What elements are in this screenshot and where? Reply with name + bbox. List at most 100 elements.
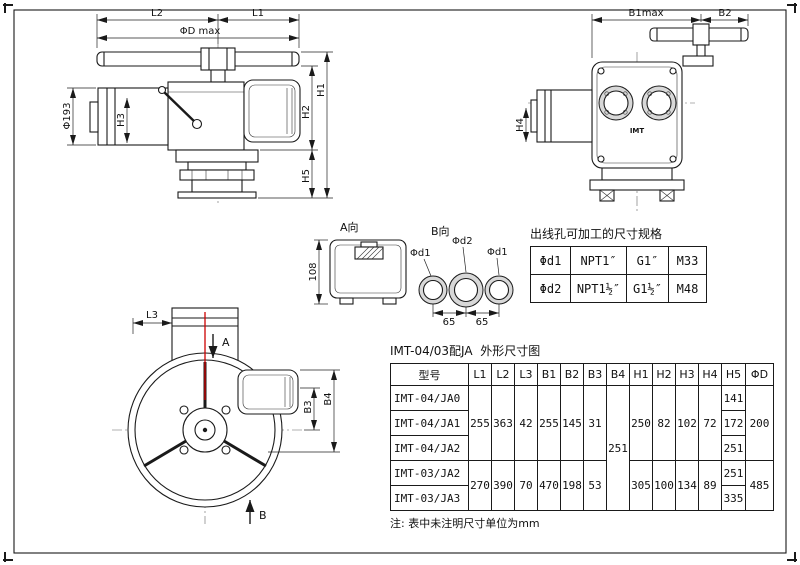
label-phi-d1-left: Φd1 — [410, 248, 431, 259]
dim-cell-phid: 485 — [745, 460, 774, 511]
col-header-l3: L3 — [514, 363, 538, 386]
declutch-lever — [163, 91, 198, 125]
table-row: IMT-04/JA2 251 — [390, 435, 774, 461]
dim-label-l2: L2 — [151, 8, 163, 19]
handwheel-front — [96, 51, 300, 67]
dim-label-b2: B2 — [718, 8, 731, 19]
section-label-b: B — [259, 509, 267, 522]
dim-cell-h4: 72 — [698, 385, 722, 461]
hole-d1-m-cell: M33 — [668, 246, 707, 275]
dim-cell-h5: 172 — [721, 410, 746, 436]
col-header-h5: H5 — [721, 363, 746, 386]
dim-label-h5: H5 — [301, 169, 312, 183]
model-cell: IMT-04/JA1 — [390, 410, 469, 436]
dim-cell-h5: 251 — [721, 460, 746, 486]
dimension-table: 型号 L1 L2 L3 B1 B2 B3 B4 H1 H2 H3 H4 H5 Φ… — [390, 363, 774, 511]
dim-label-b1max: B1max — [628, 8, 663, 19]
dim-cell-l3: 70 — [514, 460, 538, 511]
dim-label-l1: L1 — [252, 8, 264, 19]
dim-cell-h5: 251 — [721, 435, 746, 461]
dim-cell-l1: 255 — [468, 385, 492, 461]
cable-hole-table-title: 出线孔可加工的尺寸规格 — [530, 227, 663, 241]
hole-d1-name-cell: Φd1 — [530, 246, 571, 275]
a-view-label: A向 — [340, 220, 359, 234]
dim-label-phi-193: Φ193 — [62, 103, 73, 130]
dim-cell-h5: 141 — [721, 385, 746, 411]
corner-mark-bottom-left — [3, 552, 13, 562]
table-row: IMT-04/JA0 255 363 42 255 145 31 251 250… — [390, 385, 774, 511]
dim-label-h3: H3 — [116, 113, 127, 127]
dim-label-108: 108 — [308, 262, 319, 281]
dim-cell-b2: 145 — [560, 385, 584, 461]
dim-cell-l2: 390 — [491, 460, 515, 511]
table-row: Φd1 NPT1″ G1″ M33 — [530, 246, 707, 275]
label-phi-d2: Φd2 — [452, 236, 473, 247]
drawing-frame — [3, 3, 797, 562]
dim-label-65-right: 65 — [476, 317, 489, 328]
corner-mark-top-left — [3, 3, 13, 13]
cable-hole-table: Φd1 NPT1″ G1″ M33 Φd2 NPT1½″ G1½″ M48 — [530, 246, 707, 303]
dim-cell-b4-shared: 251 — [606, 385, 630, 511]
section-label-a: A — [222, 336, 230, 349]
dim-cell-h4: 89 — [698, 460, 722, 511]
col-header-h2: H2 — [652, 363, 676, 386]
dim-cell-b1: 470 — [537, 460, 561, 511]
table-header-row: 型号 L1 L2 L3 B1 B2 B3 B4 H1 H2 H3 H4 H5 Φ… — [390, 363, 774, 386]
dim-cell-h1: 305 — [629, 460, 653, 511]
dim-label-b3: B3 — [303, 400, 314, 413]
model-cell: IMT-04/JA0 — [390, 385, 469, 411]
col-header-h1: H1 — [629, 363, 653, 386]
dim-cell-h2: 100 — [652, 460, 676, 511]
model-cell: IMT-04/JA2 — [390, 435, 469, 461]
gear-housing — [167, 81, 245, 151]
terminal-box-front — [243, 79, 301, 143]
dim-label-b4: B4 — [323, 392, 334, 405]
terminal-box-top — [237, 369, 299, 415]
hole-d2-npt-cell: NPT1½″ — [570, 274, 627, 303]
model-cell: IMT-03/JA2 — [390, 460, 469, 486]
dim-cell-h5: 335 — [721, 485, 746, 511]
dim-cell-l3: 42 — [514, 385, 538, 461]
front-view: L2 L1 ΦD max Φ193 H3 H1 H2 H5 — [62, 8, 333, 206]
unit-note: 注: 表中未注明尺寸单位为mm — [390, 517, 540, 530]
dimension-table-title: IMT-04/03配JA 外形尺寸图 — [390, 344, 541, 358]
hole-d2-name-cell: Φd2 — [530, 274, 571, 303]
table-row: Φd2 NPT1½″ G1½″ M48 — [530, 274, 707, 303]
dim-label-h2: H2 — [301, 105, 312, 119]
corner-mark-top-right — [787, 3, 797, 13]
dim-cell-b3: 53 — [583, 460, 607, 511]
hole-d2-g-cell: G1½″ — [626, 274, 669, 303]
model-cell: IMT-03/JA3 — [390, 485, 469, 511]
motor-side — [536, 89, 593, 143]
dim-label-phi-d-max: ΦD max — [180, 26, 221, 37]
a-view-body — [329, 239, 407, 299]
b-view: B向 Φd1 Φd2 Φd1 65 65 — [410, 224, 514, 328]
col-header-h4: H4 — [698, 363, 722, 386]
dim-cell-b2: 198 — [560, 460, 584, 511]
dim-cell-phid: 200 — [745, 385, 774, 461]
corner-mark-bottom-right — [787, 552, 797, 562]
col-header-h3: H3 — [675, 363, 699, 386]
col-header-b1: B1 — [537, 363, 561, 386]
cable-hole-spec-block: 出线孔可加工的尺寸规格 Φd1 NPT1″ G1″ M33 Φd2 NPT1½″… — [530, 225, 707, 303]
side-view: IMT B1max B2 H4 — [515, 8, 749, 212]
table-row: IMT-03/JA3 335 — [390, 485, 774, 511]
col-header-phid: ΦD — [745, 363, 774, 386]
dim-cell-h3: 134 — [675, 460, 699, 511]
body-brand-label: IMT — [630, 127, 645, 135]
dim-label-l3: L3 — [146, 310, 158, 321]
dim-label-65-left: 65 — [443, 317, 456, 328]
label-phi-d1-right: Φd1 — [487, 247, 508, 258]
dimension-table-block: IMT-04/03配JA 外形尺寸图 型号 L1 L2 L3 B1 B2 B3 … — [390, 342, 774, 531]
col-header-model: 型号 — [390, 363, 469, 386]
col-header-l1: L1 — [468, 363, 492, 386]
hole-d1-npt-cell: NPT1″ — [570, 246, 627, 275]
dim-cell-h1: 250 — [629, 385, 653, 461]
table-row: IMT-03/JA2 270 390 70 470 198 53 305 100… — [390, 460, 774, 511]
dim-label-h1: H1 — [316, 83, 327, 97]
dim-cell-h3: 102 — [675, 385, 699, 461]
hole-d1-g-cell: G1″ — [626, 246, 669, 275]
dim-cell-h2: 82 — [652, 385, 676, 461]
